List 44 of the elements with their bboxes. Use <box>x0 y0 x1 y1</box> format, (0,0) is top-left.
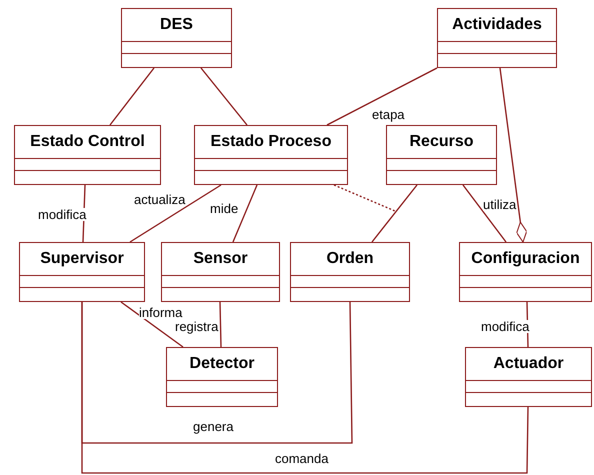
association-line <box>326 67 438 126</box>
class-name: Orden <box>326 249 374 269</box>
edge-label: etapa <box>372 108 405 121</box>
class-name: Estado Proceso <box>210 132 332 152</box>
edge-label: actualiza <box>134 193 186 206</box>
edge-label: comanda <box>275 452 328 465</box>
edge-label: registra <box>175 320 218 333</box>
association-line <box>499 68 528 242</box>
class-box <box>465 347 592 407</box>
class-box <box>194 125 348 185</box>
association-line <box>81 302 529 474</box>
association-line <box>219 302 222 348</box>
class-name: Configuracion <box>471 249 580 269</box>
dashed-association-line <box>334 184 396 212</box>
association-line <box>371 184 418 242</box>
association-line <box>120 301 184 348</box>
association-line <box>200 68 248 126</box>
association-line <box>130 184 222 243</box>
edge-label: informa <box>139 306 182 319</box>
class-name: Recurso <box>409 132 474 152</box>
class-name: Supervisor <box>40 249 124 269</box>
class-name: Actividades <box>452 15 542 35</box>
edge-label: mide <box>210 202 238 215</box>
class-name: Actuador <box>493 354 564 374</box>
class-name: Sensor <box>193 249 248 269</box>
association-line <box>109 68 155 126</box>
class-box <box>121 8 232 68</box>
association-line <box>81 302 353 444</box>
class-box <box>386 125 497 185</box>
edge-label: utiliza <box>483 198 516 211</box>
edge-label: modifica <box>38 208 86 221</box>
class-box <box>14 125 161 185</box>
class-box <box>19 242 145 302</box>
class-box <box>290 242 410 302</box>
association-line <box>232 184 258 242</box>
association-line <box>462 184 507 242</box>
class-name: Estado Control <box>30 132 145 152</box>
class-box <box>459 242 592 302</box>
class-name: Detector <box>190 354 254 374</box>
class-name: DES <box>160 15 193 35</box>
edge-label: modifica <box>481 320 530 333</box>
class-box <box>437 8 557 68</box>
class-box <box>161 242 280 302</box>
class-box <box>166 347 278 407</box>
